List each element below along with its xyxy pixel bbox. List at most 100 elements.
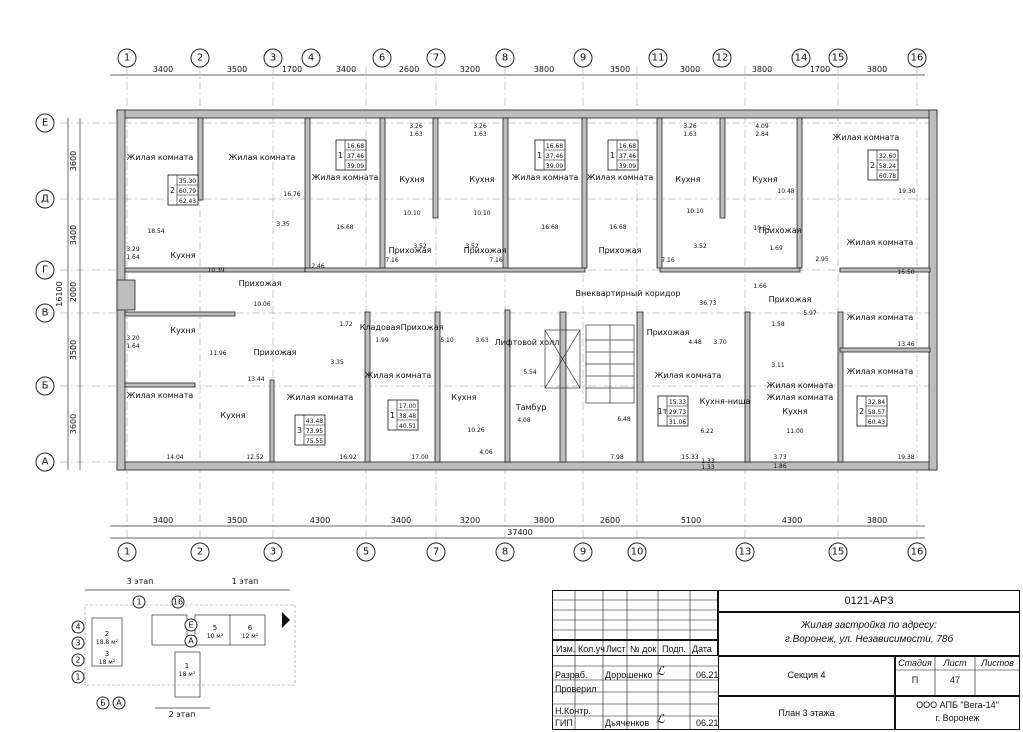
axis-label: 15 [832,547,845,558]
room-area: 3.73 [773,454,787,461]
apartment-area: 37.46 [546,153,563,160]
axis-bubble [495,48,515,68]
room-area: 3.26 [409,123,423,130]
axis-marker-bottom: 7 [426,542,446,562]
dimension-value: 2600 [399,65,419,74]
room-area: 19.38 [897,454,914,461]
room-area: 1.64 [126,343,140,350]
room-area: 13.44 [247,376,264,383]
axis-marker-row: Г [35,260,55,280]
room-area: 17.00 [411,454,428,461]
apartment-living-area: 32.84 [868,399,885,406]
exterior-walls [116,109,938,471]
room-label: Кухня [752,175,777,184]
room-label: Жилая комната [833,133,900,142]
room-area: 10.48 [777,188,794,195]
room-area: 12.52 [246,454,263,461]
dimension-value: 3600 [69,414,78,434]
room-label: Кухня [220,411,245,420]
axis-marker-bottom: 8 [495,542,515,562]
axis-label: 11 [652,53,665,64]
role-developed: Разраб. [555,670,588,680]
room-label: Прихожая [769,295,812,304]
room-area: 4.08 [517,417,531,424]
axis-bubble [648,48,668,68]
axis-marker-top: 1 [117,48,137,68]
room-labels: Жилая комната Жилая комната Жилая комнат… [127,133,914,420]
axis-bubble [907,542,927,562]
apartment-total-area: 75.55 [306,438,323,445]
room-area: 5.97 [803,310,817,317]
dimension-value: 3800 [867,516,887,525]
role-norm-control: Н.Контр. [555,706,591,716]
axis-label: 16 [911,53,924,64]
axis-marker-bottom: 1 [117,542,137,562]
room-area: 1.58 [771,321,785,328]
apartment-rooms: 1т [658,407,668,416]
room-label: Кухня [451,393,476,402]
room-area: 3.20 [126,335,140,342]
dimension-lines [67,74,925,539]
axis-label: 3 [270,547,276,558]
header-sign: Подп. [662,644,686,654]
dimension-value: 3200 [460,65,480,74]
room-area: 4.48 [688,339,702,346]
room-label: Жилая комната [512,173,579,182]
axis-bubble [828,542,848,562]
dimension-value: 1700 [282,65,302,74]
apartment-area: 38.48 [399,413,416,420]
apartment-living-area: 16.68 [347,143,364,150]
room-area: 3.11 [771,362,785,369]
revision-grid [552,590,718,640]
axis-label: Д [41,194,49,205]
revision-header-row [552,640,718,656]
room-area: 3.70 [713,339,727,346]
room-area: 3.26 [683,123,697,130]
apartment-area: 37.46 [347,153,364,160]
axis-marker-bottom: 16 [907,542,927,562]
apartment-area: 60.79 [179,188,196,195]
room-label: Прихожая [401,323,444,332]
chief-engineer-name: Дьяченков [605,718,650,728]
signature-2: ℒ [656,712,665,726]
room-label: Жилая комната [127,391,194,400]
room-area: 18.54 [147,228,164,235]
room-label: Жилая комната [767,381,834,390]
address-cell [718,612,1020,656]
axis-bubble [35,452,55,472]
axis-marker-bottom: 2 [190,542,210,562]
axis-label: 1 [124,53,130,64]
stair-core [544,324,635,404]
apartment-tag-box [167,174,199,206]
axis-label: Г [42,265,48,276]
room-label: Кухня [170,326,195,335]
axis-marker-top: 6 [372,48,392,68]
apartment-total-area: 60.43 [868,419,885,426]
room-label: Прихожая [389,246,432,255]
room-label: Жилая комната [229,153,296,162]
dimension-value: 3000 [680,65,700,74]
room-area: 1.66 [753,283,767,290]
axis-label: 3 [270,53,276,64]
axis-label: 2 [197,53,203,64]
apartment-tag-box [387,399,419,431]
room-label: Прихожая [759,226,802,235]
stage-cell [895,656,1020,696]
room-area: 14.04 [166,454,183,461]
axis-label: 14 [795,53,808,64]
axis-bubble [573,542,593,562]
room-area: 10.39 [207,267,224,274]
axis-marker-top: 7 [426,48,446,68]
axis-marker-top: 2 [190,48,210,68]
dimension-value: 3600 [69,151,78,171]
axis-marker-row: В [35,303,55,323]
apartment-tag-box [335,139,367,171]
axis-bubble [495,542,515,562]
axis-label: 1 [124,547,130,558]
axis-label: 8 [502,53,508,64]
